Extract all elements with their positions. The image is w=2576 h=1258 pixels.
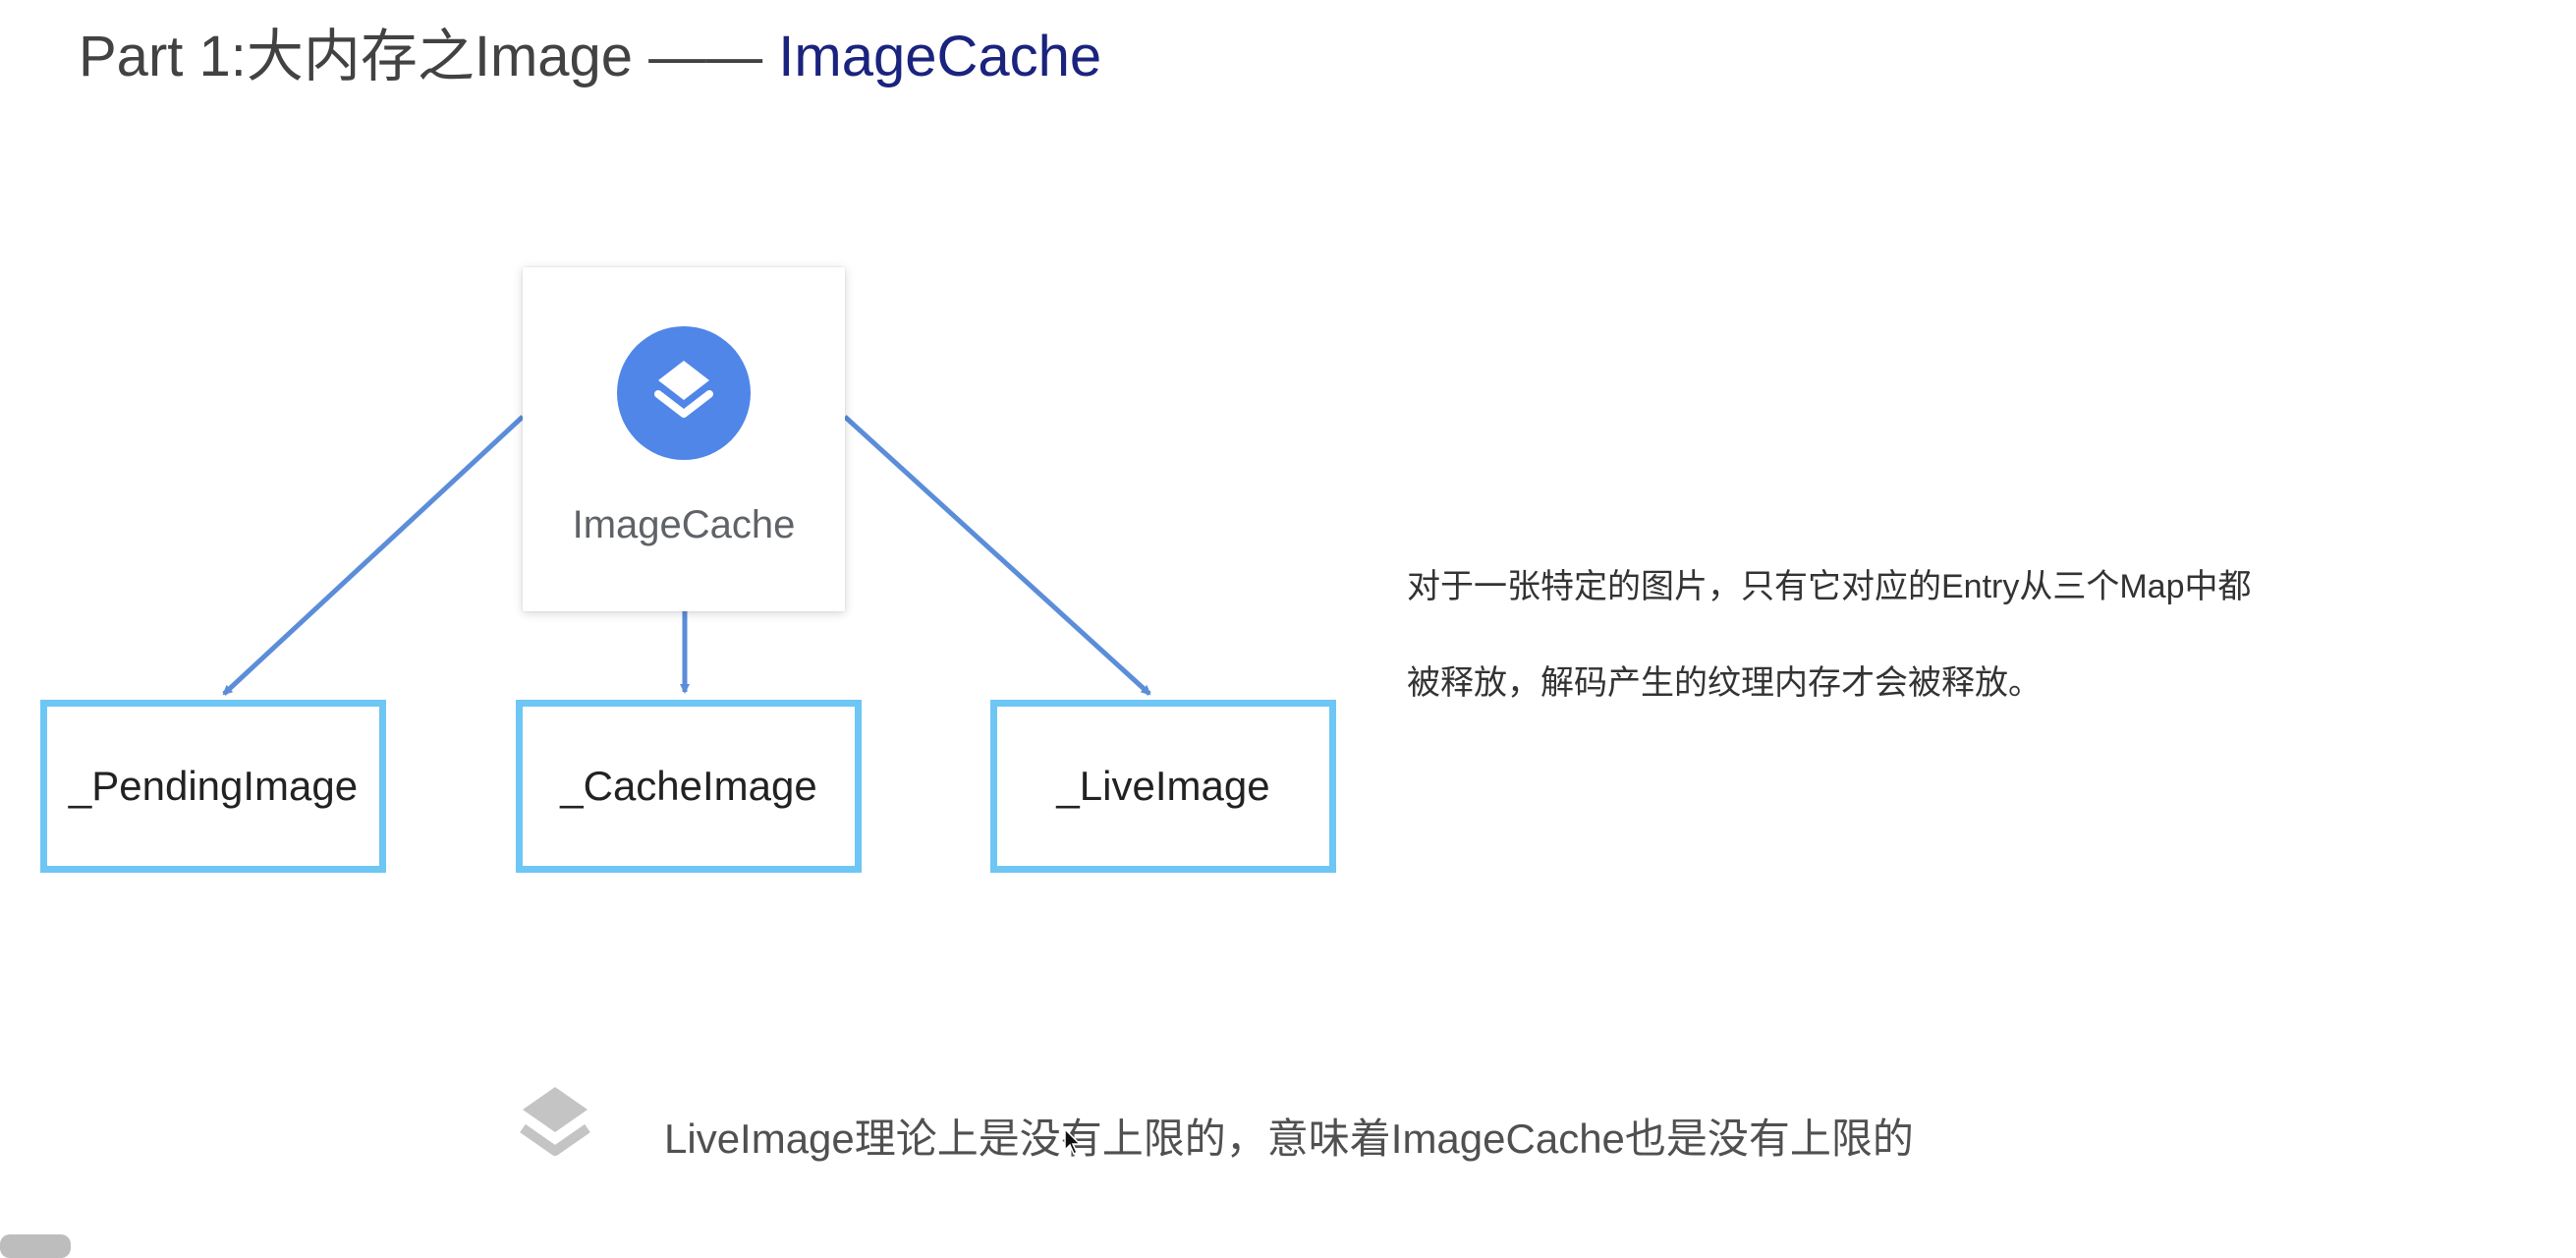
layers-icon [520, 1087, 590, 1156]
corner-mark [0, 1234, 71, 1258]
mouse-cursor-icon [1064, 1128, 1082, 1156]
arrow-to-live [843, 415, 1151, 696]
description-text: 对于一张特定的图片，只有它对应的Entry从三个Map中都 被释放，解码产生的纹… [1407, 539, 2488, 731]
slide-title: Part 1:大内存之Image —— ImageCache [79, 18, 1101, 96]
description-line-1: 对于一张特定的图片，只有它对应的Entry从三个Map中都 [1407, 568, 2252, 605]
pending-image-label: _PendingImage [68, 763, 359, 809]
imagecache-label: ImageCache [572, 503, 796, 546]
layers-icon [617, 326, 751, 460]
title-prefix: Part 1:大内存之Image —— [79, 25, 779, 88]
footer-note: LiveImage理论上是没有上限的，意味着ImageCache也是没有上限的 [664, 1115, 1914, 1162]
live-image-label: _LiveImage [1056, 763, 1270, 809]
live-image-box: _LiveImage [990, 700, 1336, 873]
imagecache-node: ImageCache [523, 267, 845, 611]
title-highlight: ImageCache [778, 25, 1102, 88]
cache-image-label: _CacheImage [560, 763, 817, 809]
cache-image-box: _CacheImage [516, 700, 862, 873]
arrow-to-pending [222, 415, 525, 696]
description-line-2: 被释放，解码产生的纹理内存才会被释放。 [1407, 664, 2042, 702]
pending-image-box: _PendingImage [40, 700, 386, 873]
